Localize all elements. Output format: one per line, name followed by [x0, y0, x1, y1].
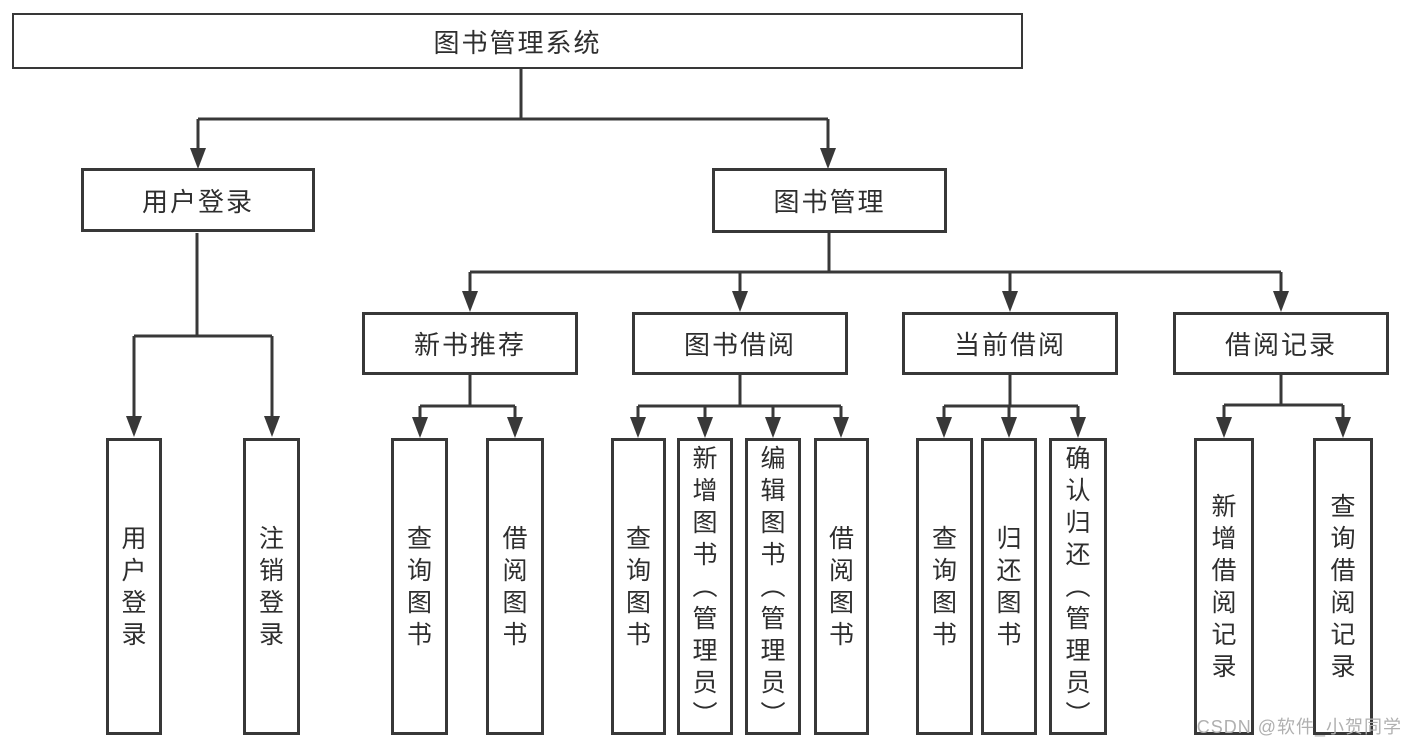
arrowheads: [126, 148, 1351, 438]
watermark: CSDN @软件_小贺同学: [1196, 717, 1402, 737]
node-book-management: 图书管理: [712, 168, 947, 233]
connector-newbookrec-to-leaves: [418, 375, 517, 422]
leaf-br-add-record: 新 增 借 阅 记 录: [1194, 438, 1254, 735]
leaf-cb-confirm-return-admin: 确 认 归 还 ︵ 管 理 员 ︶: [1049, 438, 1107, 735]
leaf-br-query-record: 查 询 借 阅 记 录: [1313, 438, 1373, 735]
leaf-bb-edit-books-admin: 编 辑 图 书 ︵ 管 理 员 ︶: [745, 438, 801, 735]
node-user-login: 用户登录: [81, 168, 315, 232]
leaf-nbr-borrow-books: 借 阅 图 书: [486, 438, 544, 735]
connector-root-to-level1: [196, 68, 830, 152]
leaf-user-login: 用 户 登 录: [106, 438, 162, 735]
node-root: 图书管理系统: [12, 13, 1023, 69]
leaf-cb-return-books: 归 还 图 书: [981, 438, 1037, 735]
connector-currentborrow-to-leaves: [942, 375, 1080, 422]
leaf-nbr-query-books: 查 询 图 书: [391, 438, 448, 735]
connector-bookborrow-to-leaves: [636, 375, 843, 422]
node-borrowing-records: 借阅记录: [1173, 312, 1389, 375]
leaf-bb-add-books-admin: 新 增 图 书 ︵ 管 理 员 ︶: [677, 438, 733, 735]
leaf-cb-query-books: 查 询 图 书: [916, 438, 973, 735]
leaf-bb-query-books: 查 询 图 书: [611, 438, 666, 735]
connector-borrowrecords-to-leaves: [1222, 375, 1345, 422]
connector-bookmgmt-to-level2: [468, 233, 1283, 296]
node-book-borrowing: 图书借阅: [632, 312, 848, 375]
connector-userlogin-to-leaves: [132, 233, 274, 421]
node-new-book-recommend: 新书推荐: [362, 312, 578, 375]
node-current-borrowing: 当前借阅: [902, 312, 1118, 375]
leaf-logout: 注 销 登 录: [243, 438, 300, 735]
leaf-bb-borrow-books: 借 阅 图 书: [814, 438, 869, 735]
